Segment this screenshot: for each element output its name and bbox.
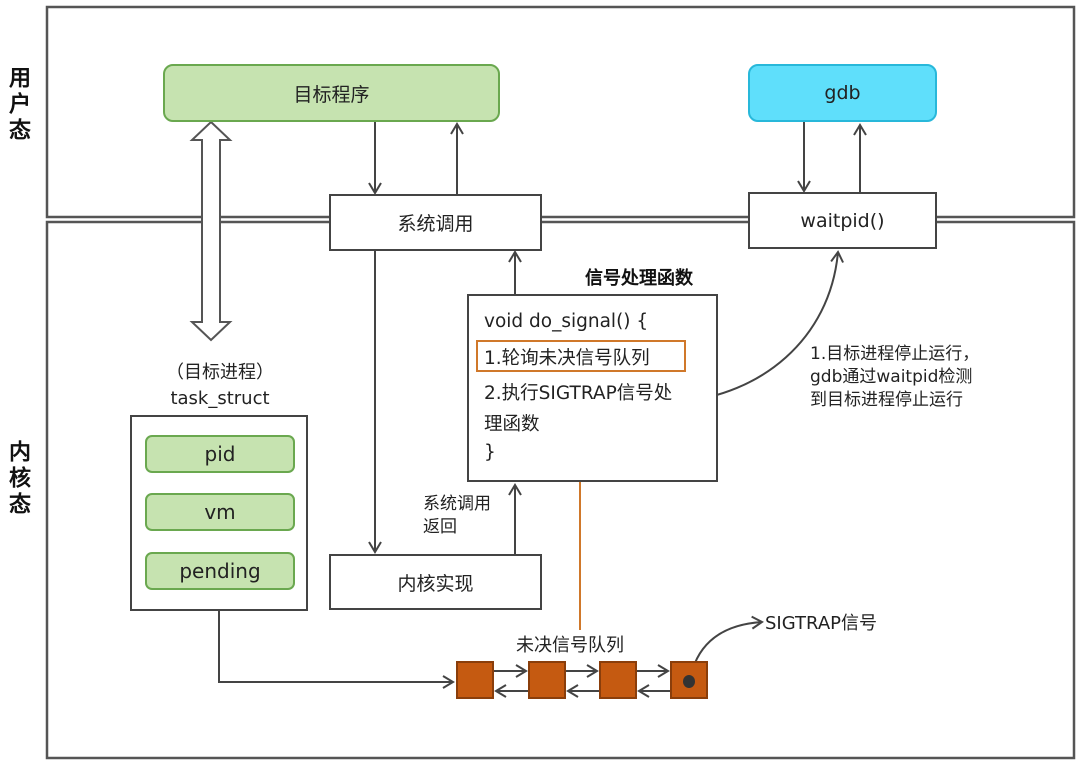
user-space-frame — [45, 5, 1076, 219]
gdb-label: gdb — [824, 82, 861, 104]
user-space-text: 用户态 — [5, 66, 30, 144]
target-program-label: 目标程序 — [293, 83, 370, 106]
task-struct-caption-2: task_struct — [170, 388, 270, 409]
syscall-label: 系统调用 — [397, 213, 474, 235]
waitpid-box[interactable]: waitpid() — [748, 192, 937, 249]
task-struct-caption-1: （目标进程） — [166, 362, 274, 383]
kernel-space-text: 内核态 — [5, 440, 30, 518]
syscall-return-line-2: 返回 — [423, 517, 457, 537]
gdb-detect-line-3: 到目标进程停止运行 — [810, 390, 963, 410]
field-pid[interactable]: pid — [145, 435, 295, 473]
code-line-3: 2.执行SIGTRAP信号处 — [484, 383, 673, 404]
code-line-2: 1.轮询未决信号队列 — [484, 348, 650, 369]
hollow-double-arrow — [189, 120, 233, 342]
syscall-return-line-1: 系统调用 — [423, 494, 491, 514]
field-pid-label: pid — [204, 442, 236, 466]
pending-queue-label: 未决信号队列 — [516, 635, 624, 656]
kernel-impl-box[interactable]: 内核实现 — [329, 554, 542, 610]
syscall-return-note: 系统调用 返回 — [423, 493, 491, 539]
kernel-space-label: 内核态 — [2, 440, 34, 518]
kernel-impl-label: 内核实现 — [397, 572, 474, 595]
user-space-label: 用户态 — [2, 66, 34, 144]
syscall-box[interactable]: 系统调用 — [329, 194, 542, 251]
code-line-5: } — [484, 442, 496, 463]
waitpid-label: waitpid() — [800, 209, 885, 232]
field-pending-label: pending — [179, 559, 261, 583]
gdb-detect-line-1: 1.目标进程停止运行， — [810, 344, 980, 364]
task-struct-caption: （目标进程） task_struct — [150, 360, 290, 412]
sigtrap-label: SIGTRAP信号 — [765, 613, 877, 634]
field-vm[interactable]: vm — [145, 493, 295, 531]
queue-node-2[interactable] — [528, 661, 566, 699]
signal-node-dot — [683, 675, 695, 688]
code-line-4: 理函数 — [484, 414, 540, 435]
gdb-box[interactable]: gdb — [748, 64, 937, 122]
gdb-detect-line-2: gdb通过waitpid检测 — [810, 367, 973, 387]
signal-handler-title: 信号处理函数 — [585, 268, 693, 289]
queue-node-1[interactable] — [456, 661, 494, 699]
queue-node-4[interactable] — [670, 661, 708, 699]
signal-handler-box[interactable] — [467, 294, 718, 482]
queue-links — [494, 664, 670, 698]
arrow-pending-to-queue — [218, 590, 455, 689]
field-vm-label: vm — [204, 500, 236, 524]
queue-node-3[interactable] — [599, 661, 637, 699]
kernel-space-frame — [45, 220, 1076, 760]
field-pending[interactable]: pending — [145, 552, 295, 590]
code-line-1: void do_signal() { — [484, 311, 649, 332]
poll-queue-highlight — [476, 340, 686, 372]
gdb-detect-note: 1.目标进程停止运行， gdb通过waitpid检测 到目标进程停止运行 — [810, 343, 979, 412]
target-program-box[interactable]: 目标程序 — [163, 64, 500, 122]
